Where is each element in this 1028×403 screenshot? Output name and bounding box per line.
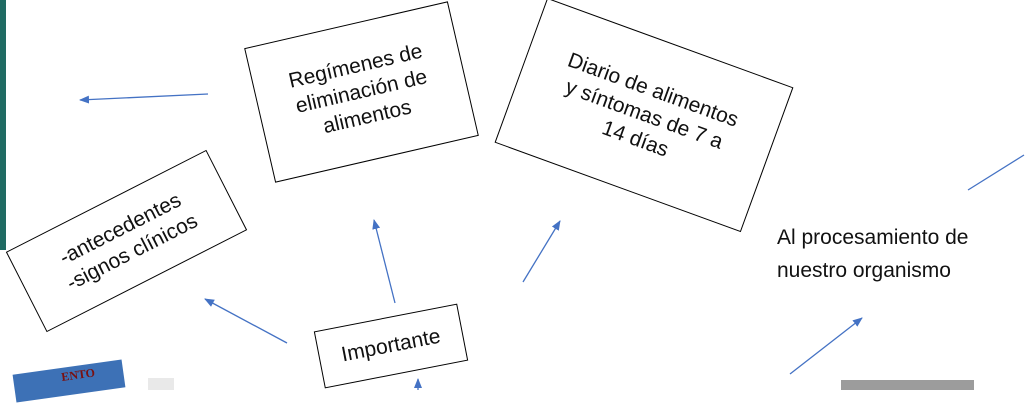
left-edge-bar xyxy=(0,0,6,250)
clipping-fragment xyxy=(148,378,174,390)
arrow-to-procesamiento xyxy=(789,317,863,375)
arrow-to-eliminacion xyxy=(372,219,396,304)
clipping-text: ENTO xyxy=(60,365,96,384)
arrow-to-diario xyxy=(522,220,561,283)
line-right-edge xyxy=(967,154,1025,191)
procesamiento-text: Al procesamiento de nuestro organismo xyxy=(777,226,969,282)
image-fragment-bottom-right xyxy=(841,380,974,390)
arrows-layer xyxy=(79,93,1025,390)
arrow-top-left xyxy=(79,93,209,104)
arrow-to-antecedentes xyxy=(204,298,288,344)
